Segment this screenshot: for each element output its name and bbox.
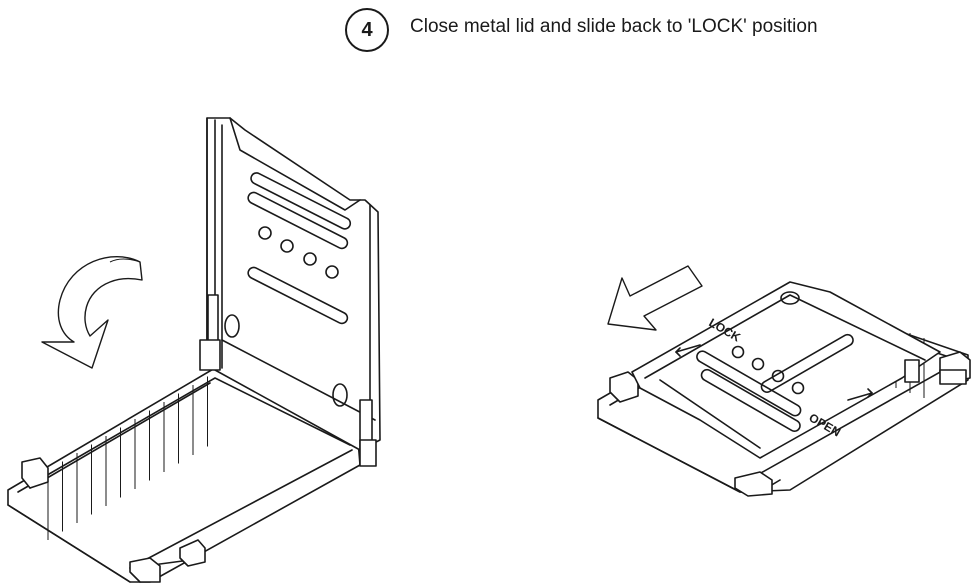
- metal-lid-raised: [199, 117, 381, 467]
- open-connector-illustration: [7, 117, 381, 583]
- step-number: 4: [361, 18, 373, 41]
- metal-lid-closed: LOCK OPEN: [631, 281, 967, 459]
- step-instruction: Close metal lid and slide back to 'LOCK'…: [410, 16, 818, 37]
- curved-arrow-icon: [41, 256, 143, 369]
- step-number-badge: 4: [345, 8, 389, 52]
- straight-arrow-icon: [607, 265, 703, 331]
- closed-connector-illustration: LOCK OPEN: [597, 265, 971, 497]
